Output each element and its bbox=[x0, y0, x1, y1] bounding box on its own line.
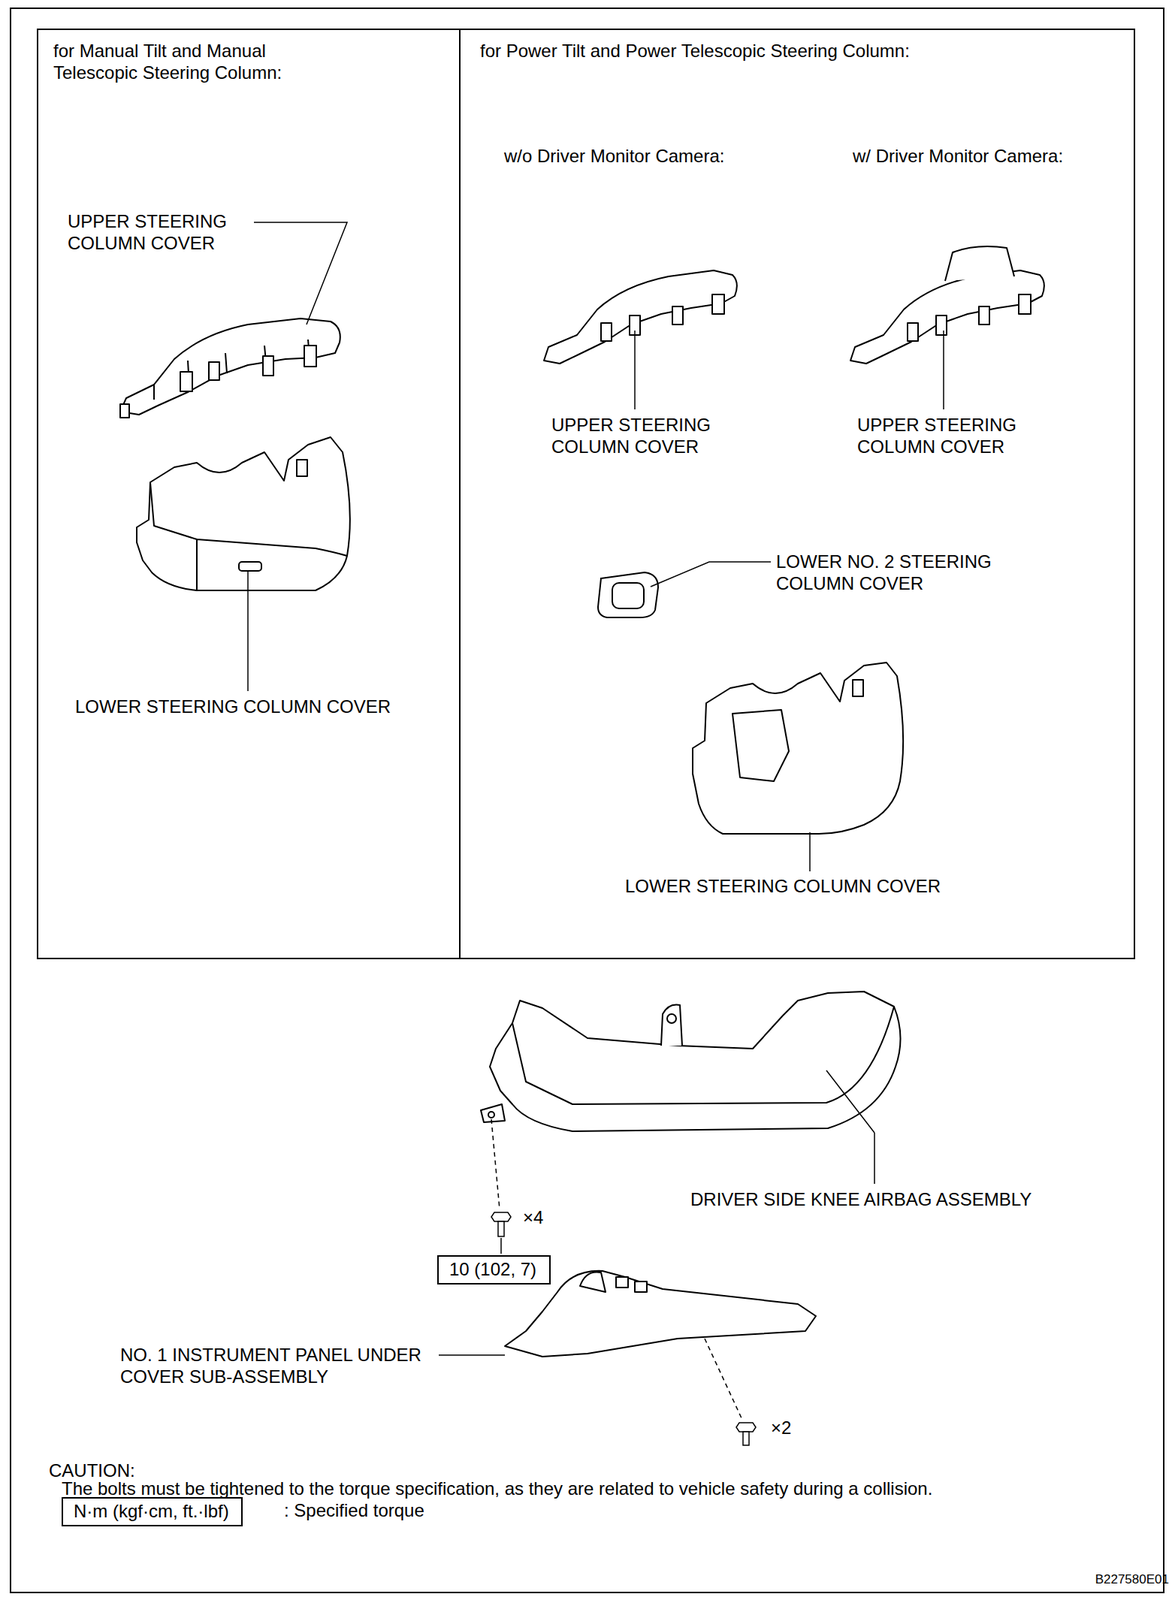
figure-id: B227580E01 bbox=[1095, 1572, 1169, 1588]
bolt-head bbox=[491, 1212, 511, 1222]
clip-tab bbox=[672, 306, 683, 325]
mounting-tab bbox=[661, 1005, 683, 1047]
airbag-detail bbox=[512, 1006, 895, 1105]
hole bbox=[238, 561, 262, 571]
bolt-head bbox=[736, 1422, 756, 1432]
clip-tab bbox=[120, 404, 130, 418]
cover-shell bbox=[598, 572, 659, 618]
part-name: DRIVER SIDE KNEE AIRBAG ASSEMBLY bbox=[690, 1189, 1032, 1212]
leader-lines-right bbox=[634, 330, 944, 872]
clip-tab bbox=[712, 294, 725, 315]
dashed-line bbox=[704, 1338, 743, 1420]
clip-tab bbox=[852, 679, 864, 697]
camera-housing bbox=[945, 246, 1015, 281]
box-text: 10 (102, 7) bbox=[449, 1259, 539, 1281]
outer-frame bbox=[10, 8, 1164, 1593]
clip-tab bbox=[616, 1277, 629, 1288]
lower-cover-right bbox=[692, 662, 904, 834]
quantity: ×4 bbox=[522, 1207, 544, 1230]
cover-detail bbox=[154, 339, 310, 400]
leader-line bbox=[942, 330, 945, 410]
frame bbox=[10, 8, 1164, 1593]
clip-tab bbox=[907, 323, 919, 342]
box-text: N·m (kgf·cm, ft.·lbf) bbox=[73, 1501, 231, 1523]
lower-cover-left bbox=[136, 437, 351, 591]
clip-tab bbox=[936, 315, 947, 336]
cover-shell bbox=[850, 270, 1045, 364]
cover-detail bbox=[150, 482, 348, 591]
leader-line bbox=[809, 832, 811, 872]
panel-heading: for Manual Tilt and Manual Telescopic St… bbox=[53, 40, 354, 85]
quantity: ×2 bbox=[770, 1417, 792, 1440]
part-name: LOWER NO. 2 STEERING COLUMN COVER bbox=[776, 551, 1047, 596]
leader-line bbox=[253, 222, 348, 325]
leader-line bbox=[826, 1070, 875, 1133]
clip-tab bbox=[262, 356, 274, 376]
leader-line bbox=[873, 1132, 876, 1185]
leader-line bbox=[438, 1354, 505, 1357]
upper-cover-left bbox=[120, 318, 341, 418]
dashed-line bbox=[491, 1119, 500, 1210]
clip-tab bbox=[304, 345, 317, 367]
legend-box: N·m (kgf·cm, ft.·lbf) bbox=[61, 1497, 243, 1527]
cover-shell bbox=[543, 270, 738, 364]
part-name: NO. 1 INSTRUMENT PANEL UNDER COVER SUB-A… bbox=[120, 1344, 440, 1389]
variant-heading: w/ Driver Monitor Camera: bbox=[852, 145, 1064, 168]
leader-lines-left bbox=[247, 222, 348, 692]
bolt bbox=[491, 1212, 511, 1237]
leader-line bbox=[634, 330, 636, 410]
cover-detail bbox=[579, 1271, 606, 1293]
leader-line bbox=[650, 561, 771, 587]
clip-tab bbox=[601, 323, 612, 342]
cover-shell bbox=[692, 662, 904, 834]
legend-text: : Specified torque bbox=[283, 1500, 425, 1523]
variant-heading: w/o Driver Monitor Camera: bbox=[504, 145, 725, 168]
bolt-hole bbox=[667, 1014, 677, 1024]
caution-text: The bolts must be tightened to the torqu… bbox=[61, 1478, 1144, 1501]
part-name: LOWER STEERING COLUMN COVER bbox=[625, 875, 941, 898]
mounting-tab bbox=[480, 1104, 505, 1123]
panel-box: for Manual Tilt and Manual Telescopic St… bbox=[36, 28, 461, 960]
clip-tab bbox=[208, 362, 220, 381]
assembly-lines bbox=[438, 1070, 875, 1420]
part-name: UPPER STEERING COLUMN COVER bbox=[67, 211, 278, 255]
clip-tab bbox=[180, 371, 193, 392]
cover-shell bbox=[504, 1271, 816, 1357]
clip-tab bbox=[978, 306, 990, 325]
bolt bbox=[736, 1422, 756, 1446]
cover-opening bbox=[732, 709, 789, 782]
clip-tab bbox=[634, 1281, 647, 1293]
part-name: UPPER STEERING COLUMN COVER bbox=[857, 414, 1068, 459]
cover-shell bbox=[136, 437, 351, 591]
part-name: LOWER STEERING COLUMN COVER bbox=[75, 696, 391, 719]
upper-cover-w-camera bbox=[850, 246, 1045, 364]
airbag-shell bbox=[489, 991, 901, 1132]
cover-opening bbox=[612, 582, 644, 609]
bolt-hole bbox=[488, 1111, 495, 1118]
panel-box: for Power Tilt and Power Telescopic Stee… bbox=[459, 28, 1136, 960]
leader-line bbox=[500, 1238, 502, 1254]
clip-tab bbox=[1018, 294, 1031, 315]
torque-box: 10 (102, 7) bbox=[437, 1255, 551, 1285]
bolt-shaft bbox=[743, 1431, 750, 1446]
panel-heading: for Power Tilt and Power Telescopic Stee… bbox=[480, 40, 1115, 63]
leader-line bbox=[247, 570, 249, 692]
cover-shell bbox=[120, 318, 341, 415]
part-name: UPPER STEERING COLUMN COVER bbox=[551, 414, 762, 459]
knee-airbag bbox=[480, 991, 901, 1132]
clip-tab bbox=[296, 459, 308, 477]
under-cover bbox=[504, 1271, 816, 1357]
bolt-shaft bbox=[498, 1221, 505, 1237]
upper-cover-wo-camera bbox=[543, 270, 738, 364]
lower-no2-cover bbox=[598, 572, 659, 618]
